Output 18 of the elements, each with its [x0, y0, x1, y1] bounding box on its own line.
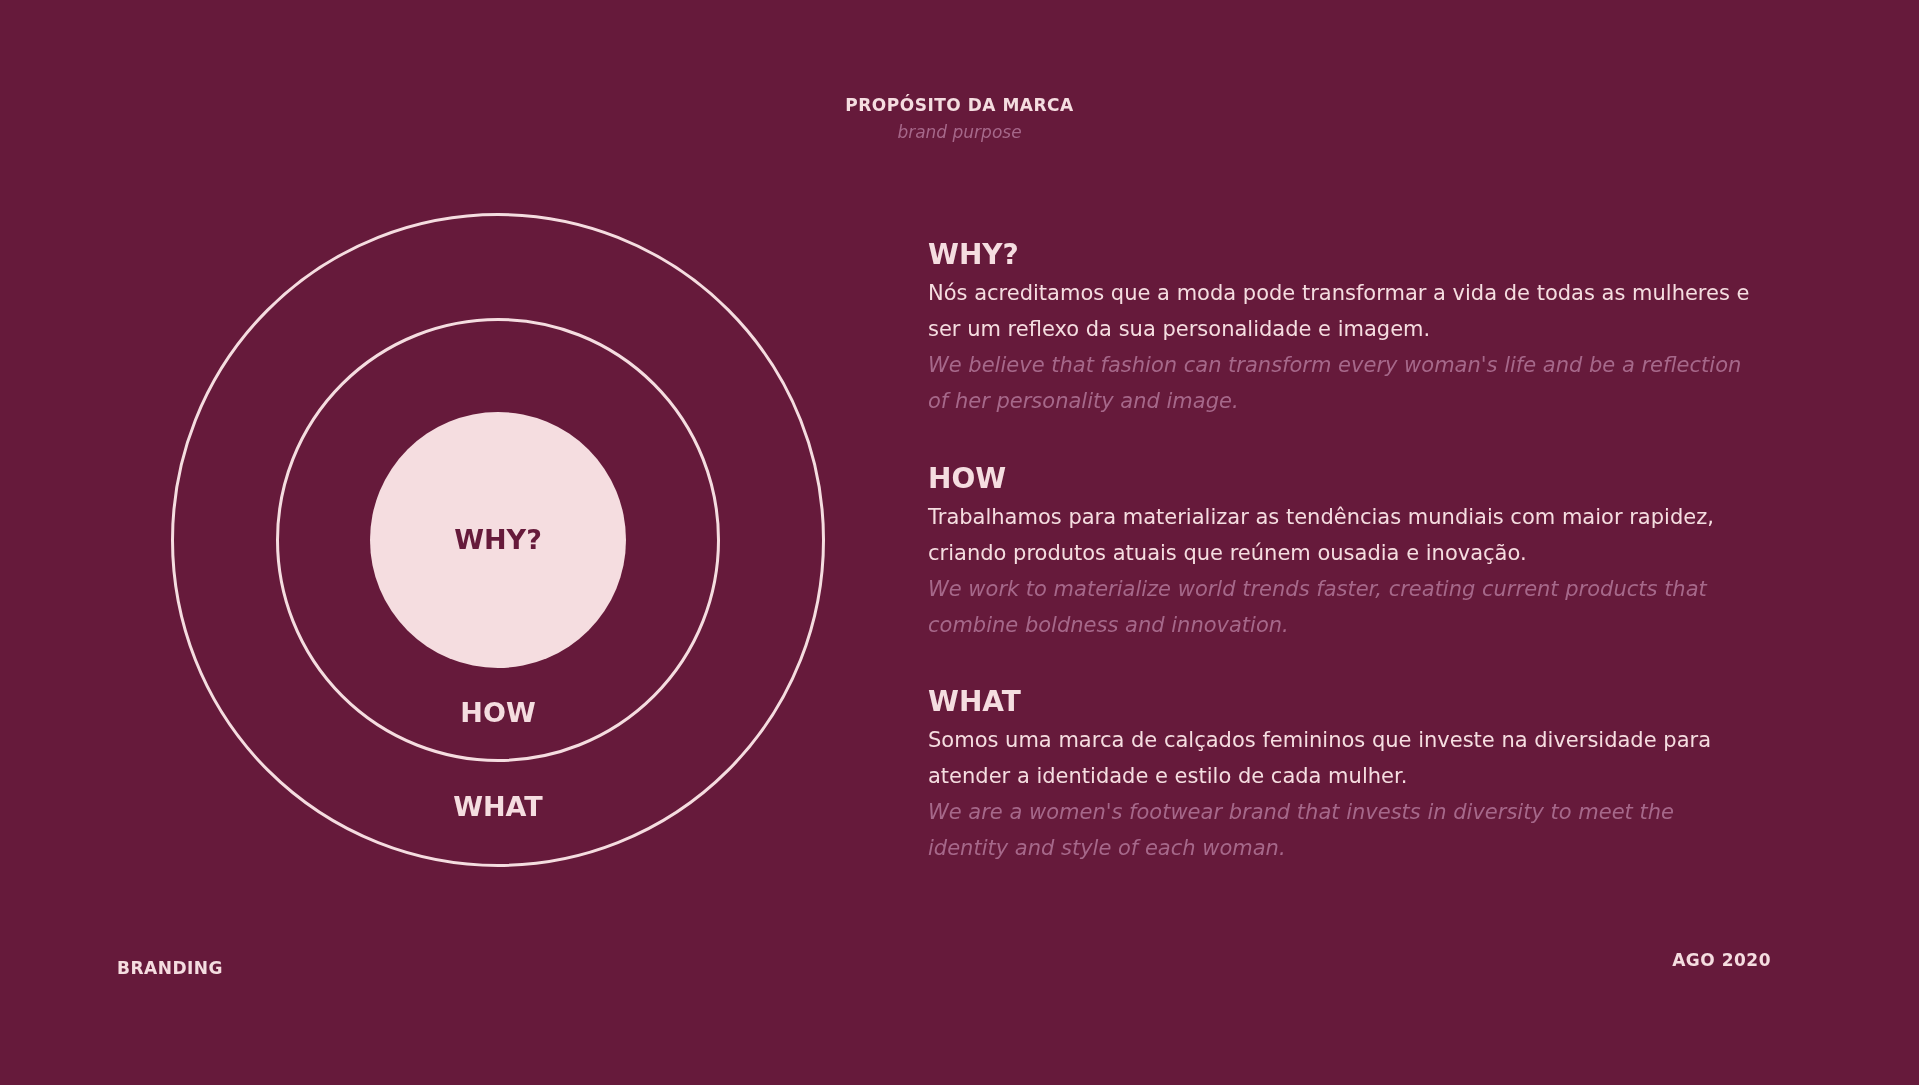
translation-text: We work to materialize world trends faster, creating current products that combine boldness and innovation. [928, 576, 1709, 639]
description-text: Trabalhamos para materializar as tendências mundiais com maior rapidez, criando produtos atuais que reúnem ousadia e inovação. [928, 504, 1715, 567]
section-heading: WHAT [928, 685, 1022, 718]
slide-title: PROPÓSITO DA MARCA [844, 95, 1075, 115]
circle-label: WHY? [454, 526, 542, 553]
ring-circle [276, 318, 720, 762]
circle-label: WHAT [453, 793, 543, 820]
section-heading: HOW [928, 462, 1008, 495]
translation-text: We are a women's footwear brand that invests in diversity to meet the identity and style of each woman. [928, 799, 1675, 862]
description-text: Somos uma marca de calçados femininos que investe na diversidade para atender a identidade e estilo de cada mulher. [928, 727, 1712, 790]
circle-label: HOW [460, 699, 536, 726]
section-heading: WHY? [928, 238, 1020, 271]
footer-text: BRANDING [117, 958, 224, 978]
date-text: AGO 2020 [1672, 950, 1771, 970]
ring-circle [171, 213, 825, 867]
translation-text: We believe that fashion can transform every woman's life and be a reflection of her personality and image. [928, 352, 1743, 415]
slide-subtitle: brand purpose [896, 122, 1023, 142]
description-text: Nós acreditamos que a moda pode transformar a vida de todas as mulheres e ser um reflexo da sua personalidade e imagem. [928, 280, 1751, 343]
